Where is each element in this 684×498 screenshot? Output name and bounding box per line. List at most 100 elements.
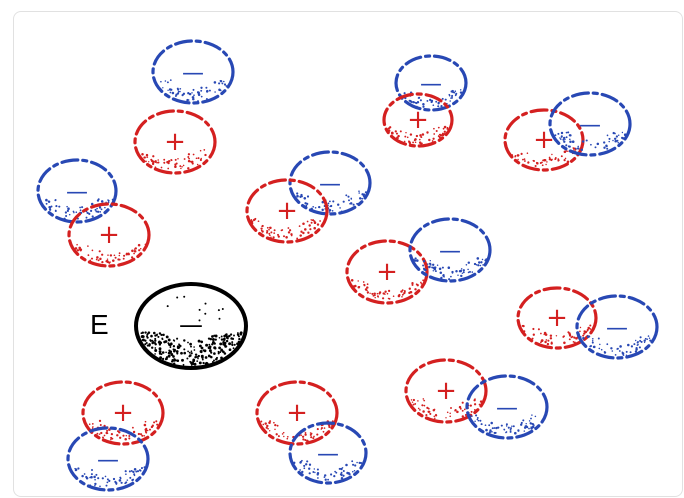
- charge-dot: [197, 91, 199, 93]
- charge-dot: [532, 423, 534, 425]
- charge-dot: [306, 440, 309, 443]
- charge-dot: [146, 336, 148, 338]
- charge-dot: [224, 344, 227, 347]
- charge-dot: [206, 98, 208, 100]
- charge-dot: [189, 352, 191, 354]
- charge-dot: [623, 354, 625, 356]
- charge-dot: [107, 254, 109, 256]
- charge-dot: [328, 426, 330, 428]
- charge-dot: [105, 432, 107, 434]
- charge-dot: [309, 472, 311, 474]
- charge-dot: [388, 130, 390, 132]
- charge-dot: [565, 144, 567, 146]
- charge-dot: [154, 349, 157, 352]
- charge-dot: [189, 343, 192, 346]
- minus-sign: —: [606, 316, 628, 341]
- charge-dot: [89, 259, 91, 261]
- charge-dot: [123, 255, 125, 257]
- charge-dot: [450, 407, 452, 409]
- charge-dot: [533, 425, 534, 426]
- charge-dot: [606, 343, 608, 345]
- charge-dot: [585, 331, 587, 333]
- charge-dot: [635, 350, 637, 352]
- charge-dot: [556, 335, 557, 336]
- charge-dot: [510, 429, 512, 431]
- charge-dot: [211, 335, 214, 338]
- charge-dot: [221, 336, 223, 338]
- charge-dot: [433, 409, 435, 411]
- charge-dot: [99, 250, 101, 252]
- charge-dot: [299, 225, 301, 227]
- charge-dot: [314, 221, 317, 224]
- charge-dot: [264, 422, 266, 424]
- charge-dot: [450, 276, 452, 278]
- charge-dot: [541, 339, 544, 342]
- charge-dot: [270, 231, 272, 233]
- minus-sign: —: [579, 113, 601, 138]
- charge-dot: [119, 437, 121, 439]
- charge-dot: [77, 467, 79, 469]
- charge-dot: [410, 101, 412, 103]
- charge-dot: [288, 231, 290, 233]
- charge-dot: [177, 92, 179, 94]
- charge-dot: [597, 143, 600, 146]
- charge-dot: [384, 291, 386, 293]
- charge-dot: [230, 337, 233, 340]
- charge-dot: [307, 195, 309, 197]
- charge-dot: [160, 353, 162, 355]
- charge-dot: [446, 128, 448, 130]
- charge-dot: [200, 87, 202, 89]
- charge-dot: [95, 474, 97, 476]
- plus-sign: +: [407, 105, 429, 135]
- charge-dot: [474, 409, 476, 411]
- charge-dot: [391, 132, 394, 135]
- charge-dot: [91, 258, 93, 260]
- charge-dot: [404, 290, 406, 292]
- charge-dot: [138, 433, 140, 435]
- charge-dot: [127, 479, 129, 481]
- charge-dot: [432, 138, 434, 140]
- charge-dot: [89, 423, 91, 425]
- charge-dot: [119, 255, 121, 257]
- charge-dot: [474, 421, 476, 423]
- charge-dot: [200, 90, 202, 92]
- charge-dot: [551, 159, 553, 161]
- charge-dot: [146, 156, 148, 158]
- charge-dot: [300, 231, 302, 233]
- charge-dot: [94, 483, 96, 485]
- charge-dot: [409, 100, 411, 102]
- charge-dot: [200, 341, 203, 344]
- charge-dot: [274, 229, 276, 231]
- charge-dot: [550, 334, 552, 336]
- charge-dot: [286, 438, 288, 440]
- charge-dot: [96, 433, 98, 435]
- charge-dot: [521, 153, 523, 155]
- charge-dot: [222, 308, 224, 310]
- charge-dot: [134, 468, 137, 471]
- charge-dot: [564, 159, 566, 161]
- charge-dot: [432, 267, 434, 269]
- charge-dot: [165, 351, 167, 353]
- charge-dot: [312, 206, 314, 208]
- charge-dot: [209, 90, 211, 92]
- charge-dot: [178, 91, 180, 93]
- charge-dot: [75, 247, 78, 250]
- charge-dot: [437, 264, 438, 265]
- charge-dot: [172, 92, 175, 95]
- charge-dot: [115, 482, 117, 484]
- charge-dot: [545, 164, 546, 165]
- charge-dot: [133, 253, 135, 255]
- charge-dot: [478, 261, 480, 263]
- charge-dot: [304, 228, 307, 231]
- charge-dot: [351, 279, 354, 282]
- charge-dot: [306, 205, 308, 207]
- charge-dot: [260, 421, 262, 423]
- charge-dot: [542, 164, 544, 166]
- charge-dot: [477, 264, 479, 266]
- electron-label: E: [90, 309, 109, 341]
- charge-dot: [400, 290, 402, 292]
- charge-dot: [162, 87, 163, 88]
- charge-dot: [424, 269, 426, 271]
- charge-dot: [354, 470, 355, 471]
- charge-dot: [163, 159, 165, 161]
